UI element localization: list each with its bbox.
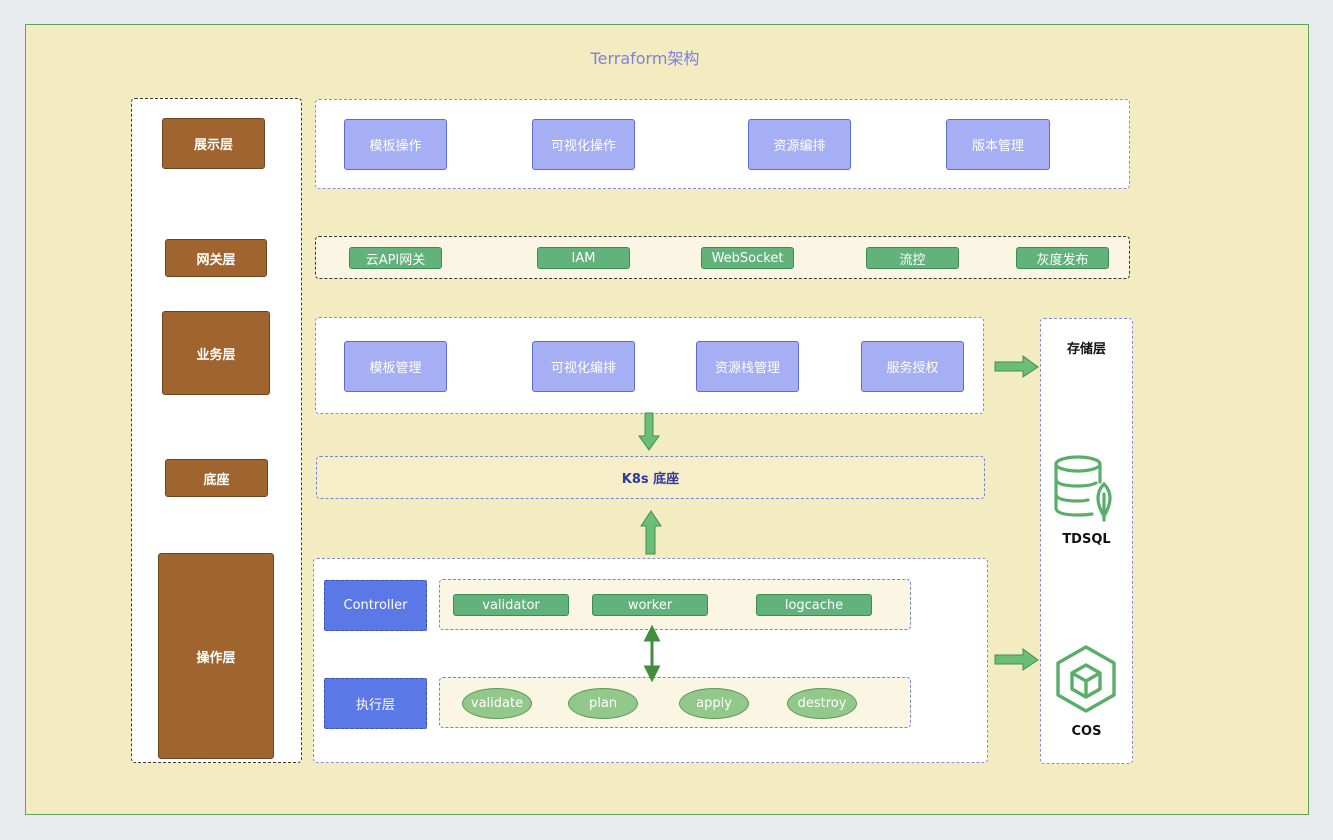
database-leaf-icon — [1054, 455, 1112, 522]
cos-cube-icon — [1056, 645, 1116, 713]
template-operation-box: 模板操作 — [344, 119, 447, 170]
logcache-box: logcache — [756, 594, 872, 616]
apply-node: apply — [679, 688, 749, 719]
service-authorization-box: 服务授权 — [861, 341, 964, 392]
gray-release-box: 灰度发布 — [1016, 247, 1109, 269]
k8s-base-panel: K8s 底座 — [316, 456, 985, 499]
cloud-api-gateway-box: 云API网关 — [349, 247, 442, 269]
layer-operation: 操作层 — [158, 553, 274, 759]
layer-display: 展示层 — [162, 118, 265, 169]
layer-base: 底座 — [165, 459, 268, 497]
validate-node: validate — [462, 688, 532, 719]
arrow-down-business-to-k8s — [638, 412, 660, 451]
version-management-box: 版本管理 — [946, 119, 1050, 170]
storage-title: 存储层 — [1066, 342, 1106, 357]
arrow-right-business-to-storage — [994, 355, 1039, 378]
layer-gateway: 网关层 — [165, 239, 267, 277]
tdsql-label: TDSQL — [1062, 532, 1111, 547]
visual-orchestration-box: 可视化编排 — [532, 341, 635, 392]
destroy-node: destroy — [787, 688, 857, 719]
arrow-right-operation-to-storage — [994, 648, 1039, 671]
iam-box: IAM — [537, 247, 630, 269]
flow-control-box: 流控 — [866, 247, 959, 269]
plan-node: plan — [568, 688, 638, 719]
executor-box: 执行层 — [324, 678, 427, 729]
cos-label: COS — [1071, 724, 1102, 739]
diagram-title: Terraform架构 — [590, 49, 700, 68]
controller-box: Controller — [324, 580, 427, 631]
websocket-box: WebSocket — [701, 247, 794, 269]
layer-business: 业务层 — [162, 311, 270, 395]
validator-box: validator — [453, 594, 569, 616]
resource-stack-management-box: 资源栈管理 — [696, 341, 799, 392]
visual-operation-box: 可视化操作 — [532, 119, 635, 170]
worker-box: worker — [592, 594, 708, 616]
resource-orchestration-box: 资源编排 — [748, 119, 851, 170]
arrow-bidirectional-controller-executor — [643, 624, 661, 683]
arrow-up-operation-to-k8s — [640, 510, 662, 555]
template-management-box: 模板管理 — [344, 341, 447, 392]
